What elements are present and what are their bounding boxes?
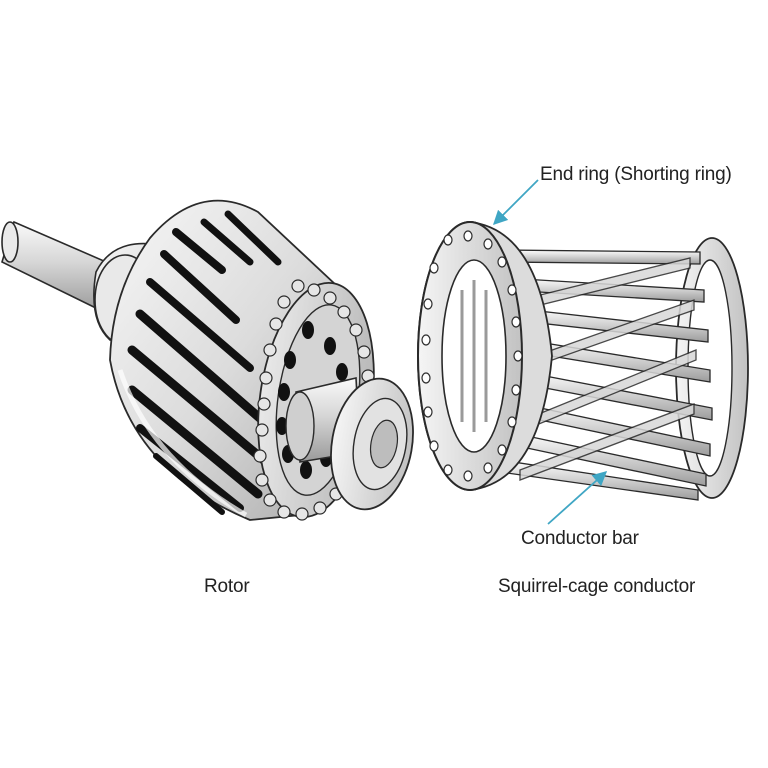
squirrel-cage-caption: Squirrel-cage conductor — [498, 576, 696, 597]
rotor-shaft — [1, 220, 122, 314]
end-ring-label: End ring (Shorting ring) — [540, 164, 732, 185]
conductor-bar-label: Conductor bar — [521, 528, 639, 549]
cage-ring-holes — [421, 230, 523, 482]
end-ring-leader-arrow — [492, 179, 539, 226]
cage-front-end-ring — [417, 221, 553, 491]
rotor-caption: Rotor — [204, 576, 250, 597]
rotor-right-shaft-bearing — [285, 377, 414, 511]
cage-conductor-bars — [499, 249, 713, 501]
cage-back-end-ring — [675, 237, 749, 499]
rotor-illustration — [1, 199, 414, 521]
leader-arrows — [492, 179, 608, 525]
conductor-bar-leader-arrow — [547, 471, 608, 525]
squirrel-cage-illustration — [417, 221, 749, 501]
rotor-slots — [127, 210, 282, 515]
cage-inner-bars — [460, 280, 488, 432]
